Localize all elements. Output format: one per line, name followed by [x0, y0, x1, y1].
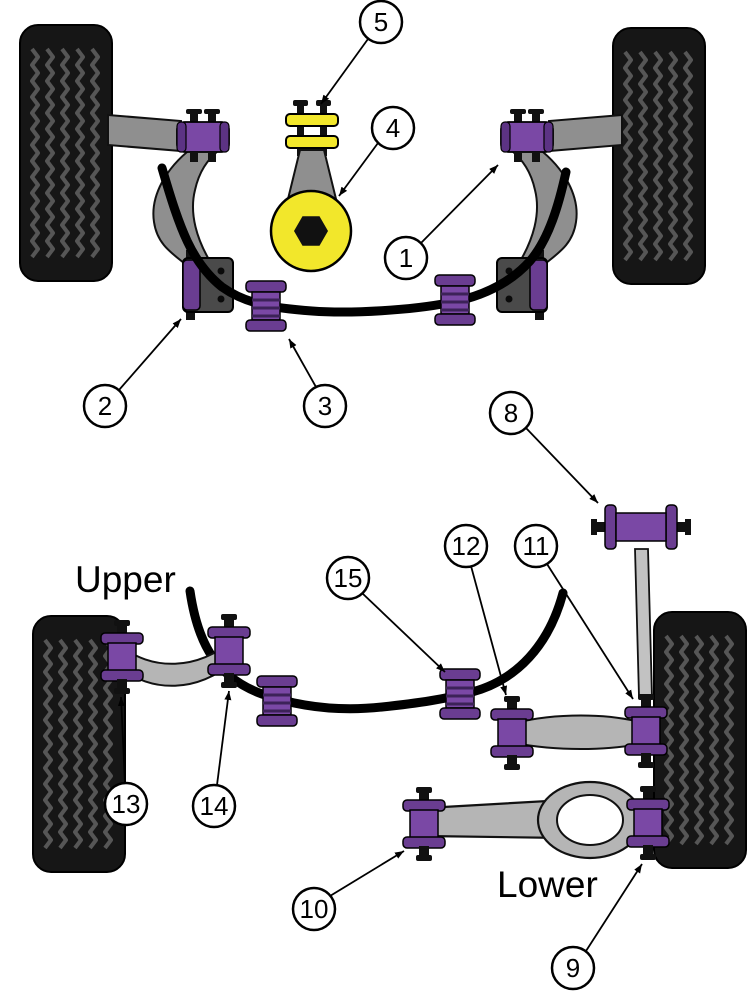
callout-15-circle	[325, 555, 371, 601]
callout-10-arrow	[329, 850, 405, 897]
rear-drop-link	[634, 548, 653, 698]
callout-13-circle	[103, 781, 149, 827]
callout-14-number: 14	[200, 791, 229, 821]
callout-15-arrow	[361, 592, 446, 673]
callout-3-number: 3	[318, 391, 332, 421]
callout-14-arrow	[216, 690, 232, 786]
rear-lower-control-arm-hole	[556, 794, 624, 846]
front-anti-roll-bar-bush-left	[244, 279, 288, 333]
callout-9-number: 9	[566, 953, 580, 983]
callout-12-circle	[443, 523, 489, 569]
callout-12-number: 12	[452, 531, 481, 561]
callout-13-number: 13	[112, 789, 141, 819]
callout-12: 12	[443, 523, 508, 696]
callout-8: 8	[488, 390, 599, 504]
rear-toe-arm	[514, 714, 644, 750]
front-anti-roll-bar-bush-right	[433, 273, 477, 327]
rear-lower-control-arm	[424, 780, 644, 860]
upper-engine-mount-bracket	[285, 100, 339, 156]
lower-engine-mount-bush	[269, 189, 353, 273]
callout-15: 15	[325, 555, 446, 673]
callout-11-number: 11	[523, 531, 550, 561]
upper-label: Upper	[75, 559, 176, 600]
front-left-tire	[20, 25, 112, 281]
callout-8-arrow	[525, 427, 599, 504]
callout-4-circle	[370, 105, 416, 151]
callout-9-arrow	[585, 863, 643, 952]
callout-5-number: 5	[374, 7, 388, 37]
callout-5-circle	[358, 0, 404, 45]
callout-14-circle	[191, 783, 237, 829]
callout-5: 5	[320, 0, 404, 105]
callout-11: 11	[513, 523, 634, 700]
callout-10-circle	[291, 886, 337, 932]
callout-4: 4	[338, 105, 416, 197]
callout-9-circle	[550, 945, 596, 991]
callout-8-circle	[488, 390, 534, 436]
rear-anti-roll-bar	[185, 586, 568, 714]
rear-drop-link-top-bush	[590, 504, 692, 550]
front-right-tire	[613, 28, 705, 284]
callout-1-number: 1	[399, 243, 413, 273]
front-anti-roll-bar	[157, 163, 571, 317]
callout-1: 1	[383, 164, 499, 281]
callout-10: 10	[291, 850, 405, 932]
rear-lower-arm-inner-bush	[402, 786, 446, 862]
callout-13-arrow	[117, 696, 126, 784]
callout-10-number: 10	[300, 894, 329, 924]
callout-2-circle	[82, 383, 128, 429]
callout-8-number: 8	[504, 398, 518, 428]
callout-3-circle	[302, 383, 348, 429]
callout-9: 9	[550, 863, 643, 991]
rear-right-tire	[654, 612, 746, 868]
callout-2-arrow	[118, 318, 182, 391]
rear-toe-arm-inner-bush	[490, 695, 534, 771]
callout-3: 3	[288, 338, 348, 429]
callout-2: 2	[82, 318, 182, 429]
callout-1-circle	[383, 235, 429, 281]
engine-mount-hex-nut	[294, 216, 328, 246]
callout-11-circle	[513, 523, 559, 569]
rear-upper-arm-bush-inner	[207, 613, 251, 689]
callout-13: 13	[103, 696, 149, 827]
front-suspension-diagram: 5 4 1 2 3	[20, 0, 705, 429]
callout-11-arrow	[546, 563, 634, 700]
callout-15-number: 15	[334, 563, 363, 593]
callout-2-number: 2	[98, 391, 112, 421]
callout-5-arrow	[320, 38, 369, 105]
callout-12-arrow	[470, 565, 508, 696]
rear-suspension-diagram: Upper Lower 8 12 11 15 13	[33, 390, 746, 991]
rear-anti-roll-bar-bush-left	[255, 674, 299, 728]
callout-14: 14	[191, 690, 237, 829]
callout-1-arrow	[420, 164, 499, 244]
callout-4-arrow	[338, 142, 379, 197]
callout-3-arrow	[288, 338, 317, 388]
lower-label: Lower	[497, 864, 598, 905]
rear-anti-roll-bar-bush-right	[438, 667, 482, 721]
callout-4-number: 4	[386, 113, 400, 143]
